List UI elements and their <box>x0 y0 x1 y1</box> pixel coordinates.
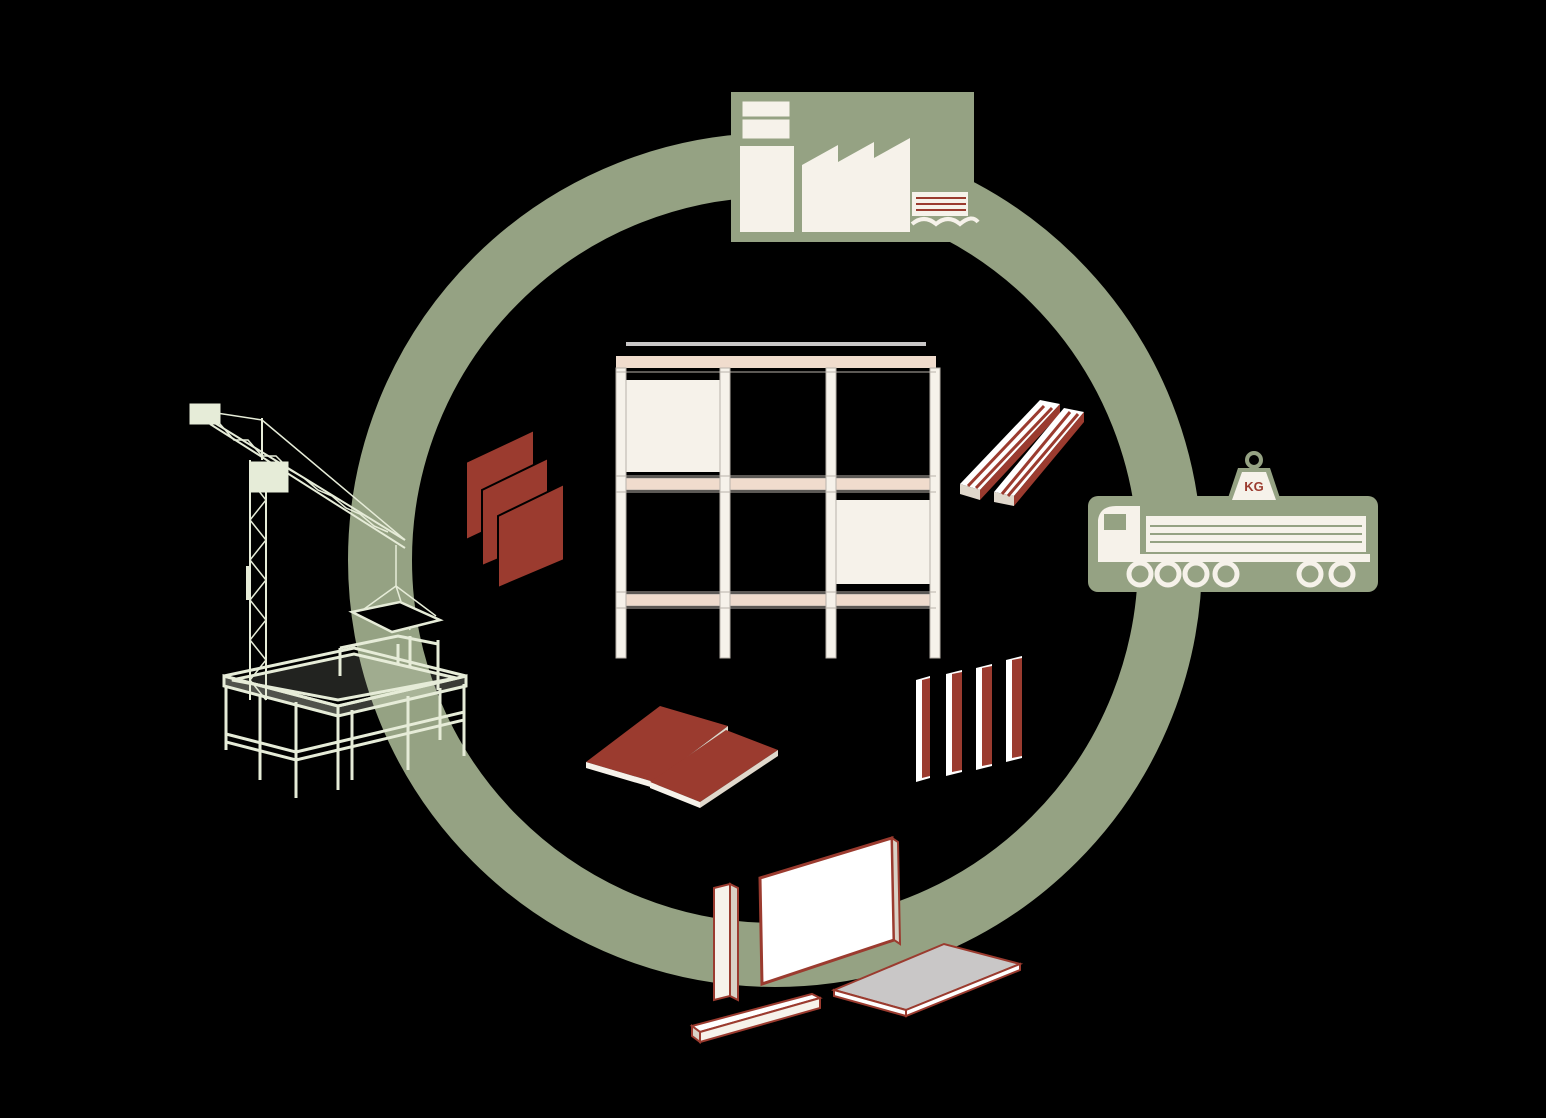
floor-slabs-icon <box>586 706 778 808</box>
weight-label: KG <box>1244 479 1264 494</box>
wall-panels-icon <box>465 428 565 590</box>
weight-icon: KG <box>1226 451 1282 504</box>
component-pile-icon <box>689 835 1024 1044</box>
beams-icon <box>960 400 1084 506</box>
truck-icon: KG <box>1088 451 1378 592</box>
building-frame-icon <box>615 342 941 659</box>
crane-icon <box>189 403 444 701</box>
columns-icon <box>916 656 1022 782</box>
factory-icon <box>731 92 980 242</box>
construction-building-icon <box>222 634 468 798</box>
